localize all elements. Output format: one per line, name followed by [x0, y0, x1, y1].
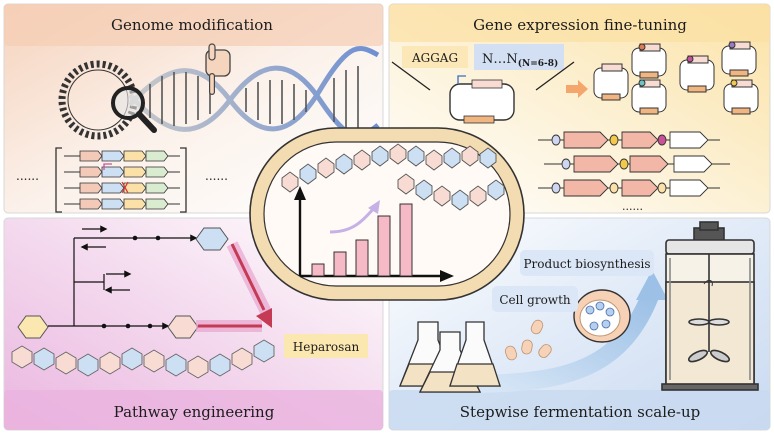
heparosan-chain — [11, 339, 275, 379]
title-fermentation: Stepwise fermentation scale-up — [460, 403, 700, 421]
title-expression: Gene expression fine-tuning — [473, 16, 687, 34]
label-growth: Cell growth — [499, 293, 571, 307]
ellipsis-right: ...... — [205, 169, 228, 183]
product-box — [284, 334, 368, 358]
production-bar-chart — [294, 186, 454, 282]
bar-4 — [377, 215, 391, 277]
scale-up-arrow — [471, 287, 659, 393]
bar-1 — [311, 263, 325, 277]
flask-icon — [399, 321, 501, 393]
gene-array: ...... ...... — [16, 147, 228, 213]
label-box-growth — [492, 286, 578, 312]
ellipsis-left: ...... — [16, 169, 39, 183]
plasmid-icon — [449, 75, 515, 124]
cell-icon — [573, 289, 631, 343]
pointing-hand-icon — [205, 43, 231, 95]
rbs-sequence-box: AGGAG — [402, 46, 468, 68]
spacer-sequence-box: N…N(N=6-8) — [474, 44, 564, 70]
label-box-biosynthesis — [520, 250, 654, 276]
bar-3 — [355, 239, 369, 277]
spacer-sublabel: (N=6-8) — [518, 58, 559, 69]
hexagon-node-top — [195, 227, 229, 251]
label-biosynthesis: Product biosynthesis — [523, 257, 650, 271]
svg-text:N…N(N=6-8): N…N(N=6-8) — [482, 52, 558, 69]
product-label: Heparosan — [293, 340, 360, 354]
pathway-arrow-highlight — [196, 241, 272, 332]
operon-array — [538, 131, 730, 197]
cell-polymer-chain — [281, 143, 505, 211]
arrow-right-icon — [566, 80, 588, 98]
hexagon-node-mid — [167, 315, 199, 339]
rbs-label: AGGAG — [411, 51, 458, 65]
cells-icon — [504, 319, 552, 361]
title-genome: Genome modification — [111, 16, 273, 34]
magnifier-icon — [111, 86, 157, 133]
bar-2 — [333, 251, 347, 277]
spacer-label: N…N — [482, 52, 518, 67]
operon-ellipsis: ...... — [622, 200, 643, 213]
hexagon-node-start — [17, 315, 49, 339]
bar-5 — [399, 203, 413, 277]
title-pathway: Pathway engineering — [114, 403, 275, 421]
plasmid-library — [593, 41, 759, 115]
bioreactor-icon — [661, 221, 759, 391]
